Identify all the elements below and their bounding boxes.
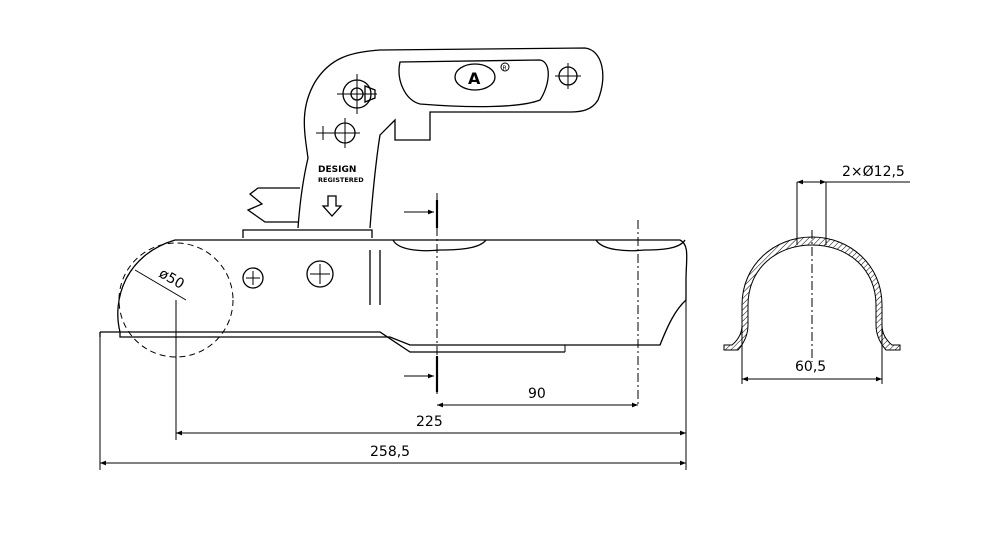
ball-circle: [118, 242, 234, 358]
coupling-body: [117, 239, 688, 346]
slot-2: [595, 239, 686, 252]
side-view: A R DESIGN REGISTERED: [99, 47, 688, 470]
handle-pivot-hole: [337, 74, 377, 114]
section-view: 2×Ø12,5 60,5: [723, 164, 910, 384]
label-design: DESIGN: [318, 165, 356, 175]
handle-hole-left: [316, 118, 360, 148]
dim-tube-width: 60,5: [795, 359, 826, 375]
label-registered: REGISTERED: [318, 176, 364, 184]
handle-hole-right: [555, 63, 581, 89]
top-plate: [242, 229, 373, 238]
dim-ball-diameter: ø50: [156, 266, 187, 293]
bottom-flange: [100, 331, 565, 353]
logo-text: A: [468, 69, 481, 88]
dim-length-ball-center: 225: [416, 414, 443, 430]
ball-diameter-leader: [134, 269, 187, 301]
arrow-down-icon: [321, 195, 343, 217]
handle-grip-slot: [398, 59, 549, 108]
body-hole-large: [306, 260, 334, 288]
slot-1: [392, 239, 487, 252]
dim-length-overall: 258,5: [370, 444, 410, 460]
logo-trademark: R: [503, 65, 507, 72]
logo: A R: [454, 62, 510, 91]
body-hole-small: [242, 267, 264, 289]
dim-hole-callout: 2×Ø12,5: [842, 164, 905, 180]
dim-hole-spacing: 90: [528, 386, 546, 402]
handle-outline: [297, 47, 604, 229]
trigger-lever: [246, 187, 300, 223]
